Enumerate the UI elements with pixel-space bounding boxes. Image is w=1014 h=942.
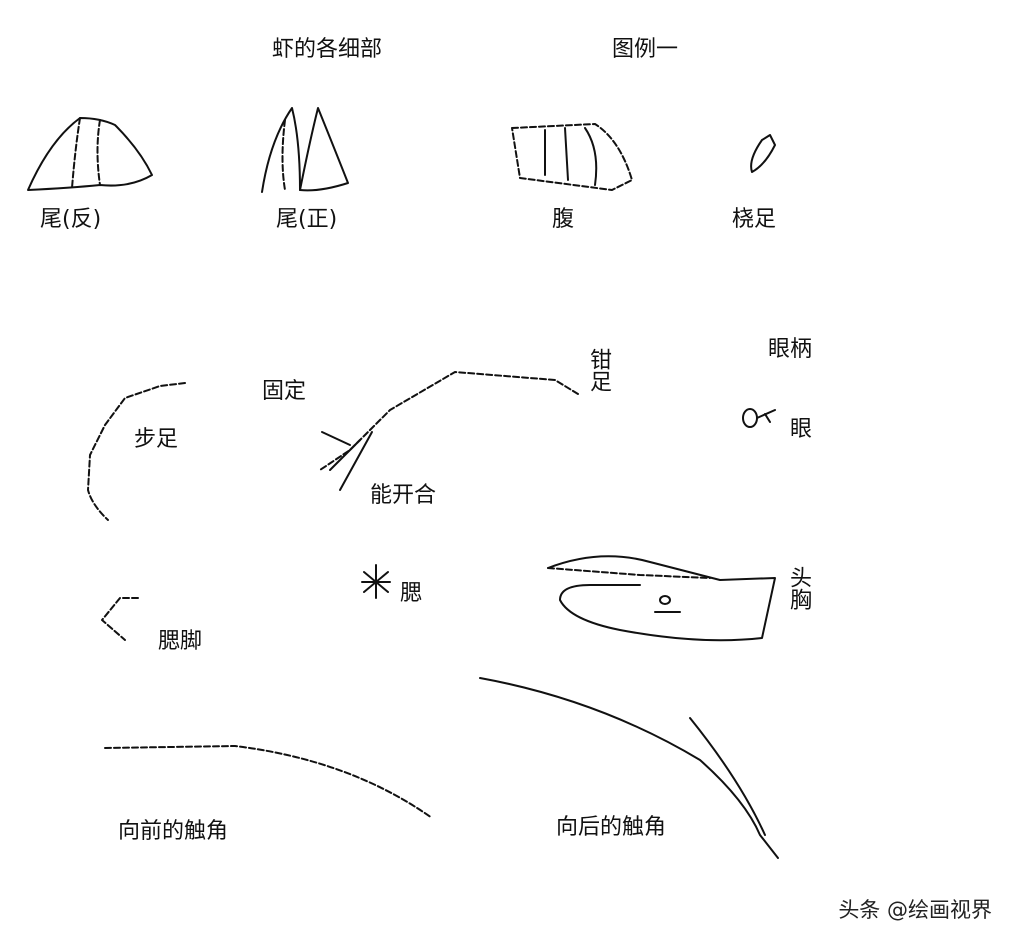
abdomen-sketch bbox=[511, 123, 633, 191]
label-fixed: 固定 bbox=[262, 379, 307, 404]
diagram-title: 虾的各细部 bbox=[272, 37, 383, 62]
label-eye-stalk: 眼柄 bbox=[768, 337, 813, 362]
backward-antenna-sketch bbox=[479, 677, 779, 859]
label-tail-front: 尾(正) bbox=[276, 207, 338, 232]
cephalothorax-sketch bbox=[547, 555, 776, 642]
label-gill: 腮 bbox=[400, 581, 423, 606]
label-opens-closes: 能开合 bbox=[370, 483, 437, 508]
forward-antenna-sketch bbox=[104, 745, 433, 819]
gill-sketch bbox=[361, 564, 391, 599]
label-gill-leg: 腮脚 bbox=[158, 629, 203, 654]
claw-leg-sketch bbox=[319, 371, 579, 491]
walking-leg-sketch bbox=[87, 382, 186, 521]
label-tail-back: 尾(反) bbox=[40, 207, 102, 232]
tail-front-sketch bbox=[261, 107, 349, 193]
label-swimmeret: 桡足 bbox=[732, 207, 777, 232]
label-claw-leg: 钳足 bbox=[586, 348, 611, 392]
figure-subtitle: 图例一 bbox=[612, 37, 679, 62]
label-walking-leg: 步足 bbox=[134, 427, 179, 452]
tail-back-sketch bbox=[27, 117, 153, 191]
label-backward-antenna: 向后的触角 bbox=[556, 815, 667, 840]
label-eye: 眼 bbox=[790, 417, 813, 442]
swimmeret-sketch bbox=[750, 134, 776, 173]
label-cephalothorax: 头胸 bbox=[786, 566, 811, 610]
label-forward-antenna: 向前的触角 bbox=[118, 819, 229, 844]
gill-leg-sketch bbox=[101, 597, 139, 641]
label-abdomen: 腹 bbox=[552, 207, 575, 232]
watermark: 头条 @绘画视界 bbox=[838, 898, 992, 922]
eye-sketch bbox=[742, 408, 776, 428]
